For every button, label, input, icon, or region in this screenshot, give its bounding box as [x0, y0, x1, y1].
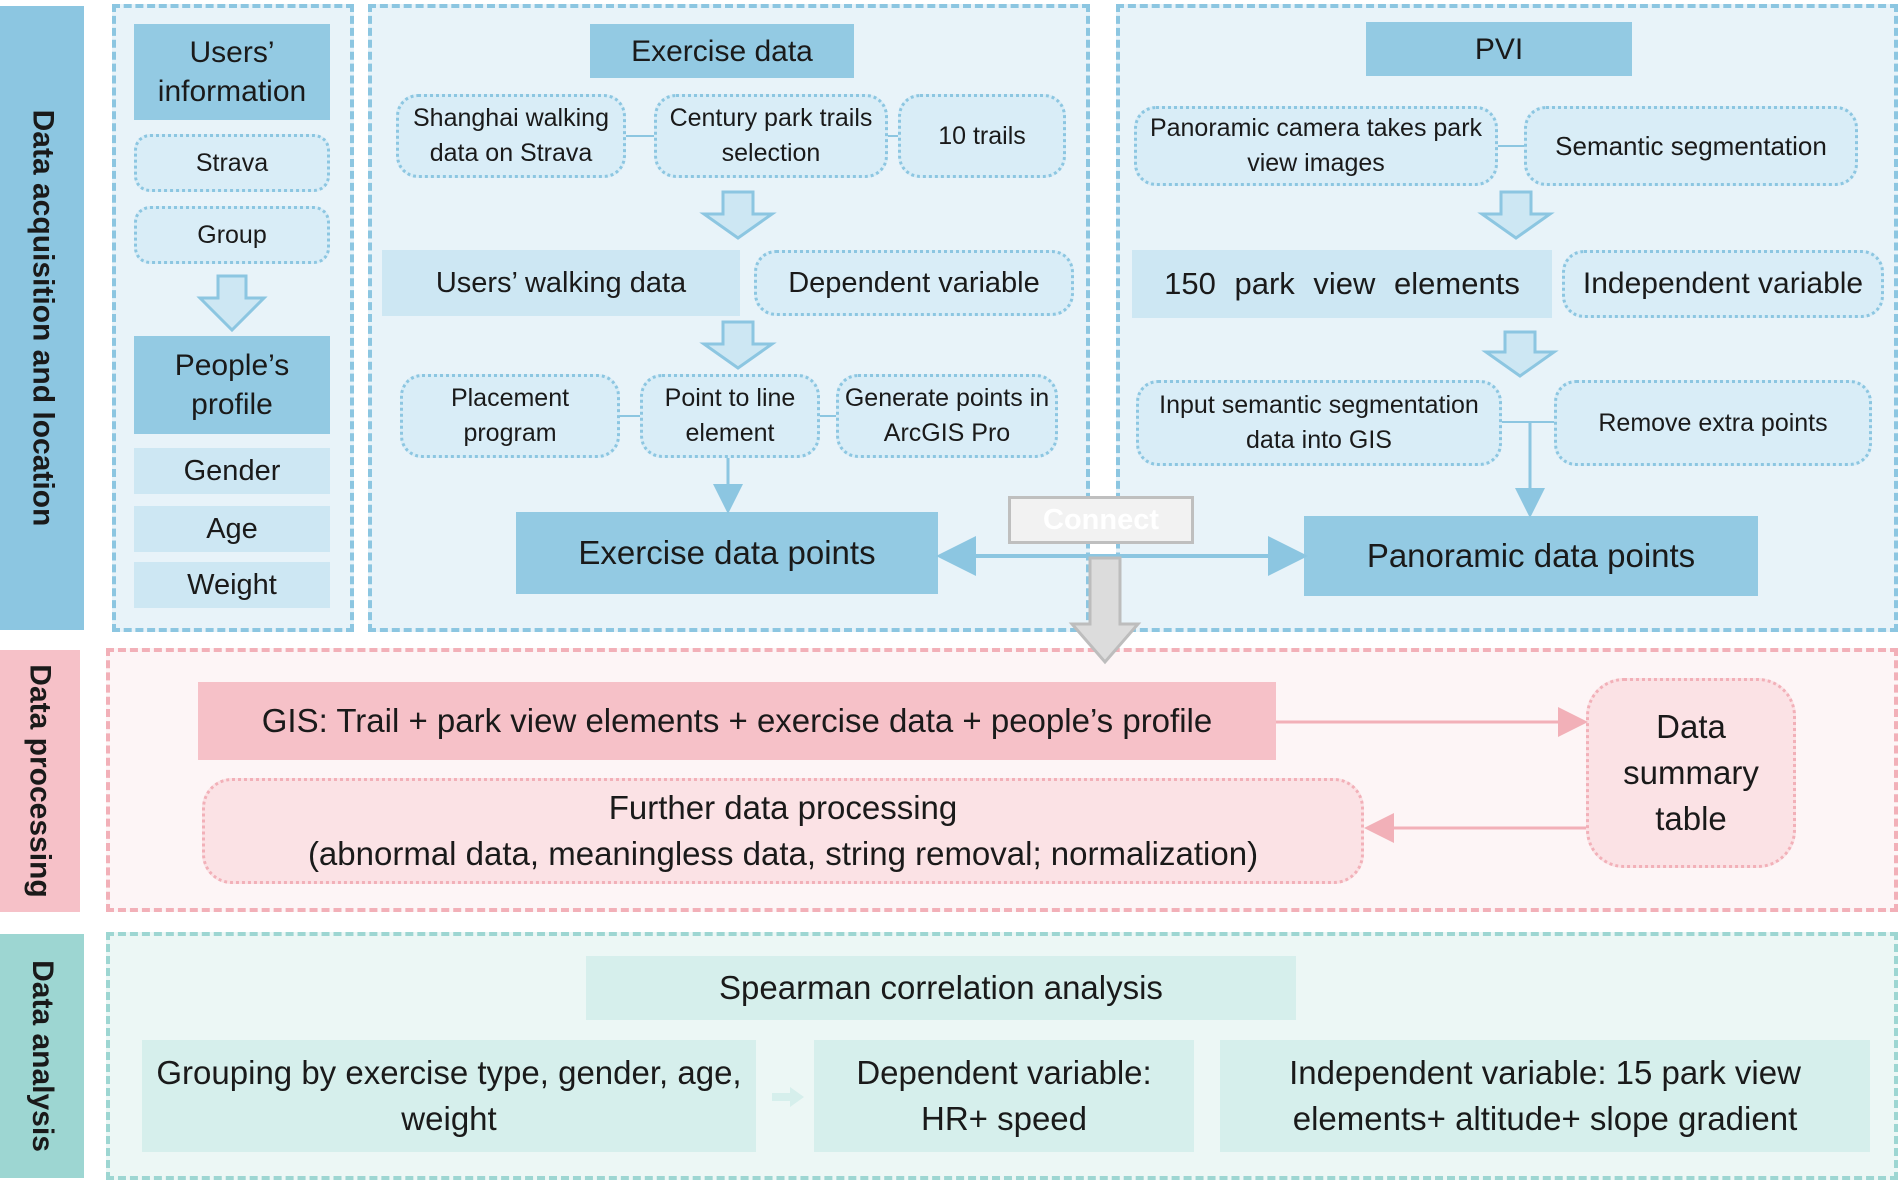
side-label-analysis: Data analysis [0, 934, 84, 1178]
gender-node: Gender [134, 448, 330, 494]
point-to-line-node: Point to line element [640, 374, 820, 458]
analysis-faint-arrow [772, 1087, 804, 1107]
semantic-text: Semantic segmentation [1555, 130, 1827, 161]
dependent-node: Dependent variable [754, 250, 1074, 316]
dependent-text: Dependent variable [788, 266, 1040, 299]
pvi-title-text: PVI [1474, 32, 1524, 66]
gis-text: GIS: Trail + park view elements + exerci… [261, 702, 1213, 739]
further-line1-text: Further data processing [608, 788, 958, 826]
shanghai-node: Shanghai walking data on Strava [396, 94, 626, 178]
analysis-dependent-node: Dependent variable: HR+ speed [814, 1040, 1194, 1152]
panoramic-points-node: Panoramic data points [1304, 516, 1758, 596]
connect-down-arrow [1068, 556, 1142, 665]
users-info-node: Users’ information [134, 24, 330, 120]
exercise-title-node: Exercise data [590, 24, 854, 78]
connect-text: Connect [1043, 503, 1159, 536]
users-down-arrow [196, 274, 268, 333]
placement-node: Placement program [400, 374, 620, 458]
group-text: Group [197, 220, 267, 249]
independent-node: Independent variable [1562, 250, 1884, 318]
strava-text: Strava [195, 148, 269, 177]
exercise-points-text: Exercise data points [578, 533, 876, 571]
gis-node: GIS: Trail + park view elements + exerci… [198, 682, 1276, 760]
analysis-dependent-text: Dependent variable: HR+ speed [856, 1053, 1152, 1137]
summary-node: Data summary table [1586, 678, 1796, 868]
century-node: Century park trails selection [654, 94, 888, 178]
connect-box: Connect [1008, 496, 1194, 544]
age-node: Age [134, 506, 330, 552]
summary-text: Data summary table [1623, 707, 1759, 838]
century-text: Century park trails selection [669, 104, 873, 167]
pvi-down-arrow-2 [1481, 330, 1559, 378]
users-info-text: Users’ information [157, 36, 307, 108]
further-node: Further data processing (abnormal data, … [202, 778, 1364, 884]
panoramic-points-text: Panoramic data points [1366, 536, 1696, 574]
grouping-node: Grouping by exercise type, gender, age, … [142, 1040, 756, 1152]
grouping-text: Grouping by exercise type, gender, age, … [156, 1053, 742, 1137]
trails-node: 10 trails [898, 94, 1066, 178]
elements-node: 150 park view elements [1132, 250, 1552, 318]
side-label-acquisition: Data acquisition and location [0, 6, 84, 630]
exercise-title-text: Exercise data [631, 34, 813, 68]
people-profile-text: People’s profile [174, 349, 290, 421]
strava-node: Strava [134, 134, 330, 192]
camera-text: Panoramic camera takes park view images [1149, 114, 1483, 177]
input-text: Input semantic segmentation data into GI… [1159, 391, 1479, 454]
shanghai-text: Shanghai walking data on Strava [413, 104, 609, 167]
walking-node: Users’ walking data [382, 250, 740, 316]
exercise-points-node: Exercise data points [516, 512, 938, 594]
walking-text: Users’ walking data [435, 266, 687, 299]
camera-node: Panoramic camera takes park view images [1134, 106, 1498, 186]
pvi-title-node: PVI [1366, 22, 1632, 76]
pvi-down-arrow-1 [1477, 190, 1555, 240]
weight-text: Weight [187, 568, 277, 601]
exercise-down-arrow-2 [699, 320, 777, 370]
remove-text: Remove extra points [1598, 408, 1828, 437]
gender-text: Gender [183, 454, 281, 487]
side-label-processing: Data processing [0, 650, 80, 912]
trails-text: 10 trails [938, 121, 1026, 150]
spearman-node: Spearman correlation analysis [586, 956, 1296, 1020]
weight-node: Weight [134, 562, 330, 608]
spearman-text: Spearman correlation analysis [719, 968, 1163, 1006]
remove-node: Remove extra points [1554, 380, 1872, 466]
analysis-independent-node: Independent variable: 15 park view eleme… [1220, 1040, 1870, 1152]
further-line2-text: (abnormal data, meaningless data, string… [307, 835, 1259, 872]
exercise-down-arrow-1 [699, 190, 777, 240]
placement-text: Placement program [450, 384, 570, 447]
age-text: Age [206, 512, 258, 545]
independent-text: Independent variable [1582, 267, 1864, 300]
generate-node: Generate points in ArcGIS Pro [836, 374, 1058, 458]
point-to-line-text: Point to line element [664, 384, 796, 447]
generate-text: Generate points in ArcGIS Pro [844, 384, 1050, 447]
semantic-node: Semantic segmentation [1524, 106, 1858, 186]
analysis-independent-text: Independent variable: 15 park view eleme… [1289, 1053, 1801, 1137]
input-node: Input semantic segmentation data into GI… [1136, 380, 1502, 466]
elements-text: 150 park view elements [1164, 266, 1520, 301]
people-profile-node: People’s profile [134, 336, 330, 434]
group-node: Group [134, 206, 330, 264]
